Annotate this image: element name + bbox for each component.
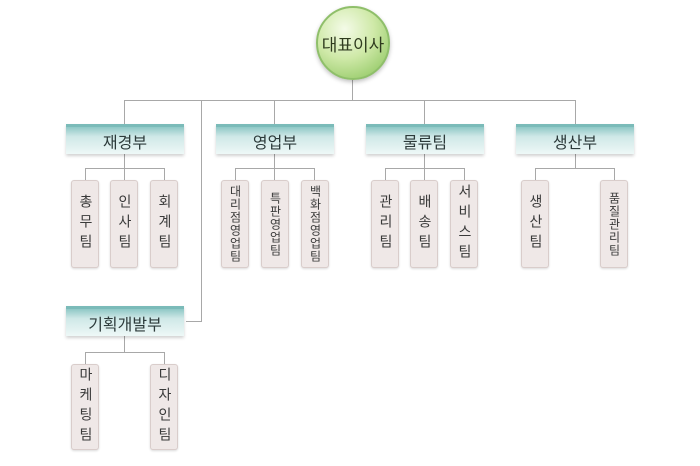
dept-label: 영업부: [252, 132, 298, 152]
team-label: 배송팀: [416, 194, 432, 254]
team-box: 총무팀: [71, 180, 99, 268]
connector-line: [124, 154, 125, 168]
dept-label: 기획개발부: [88, 314, 162, 334]
team-box: 인사팀: [110, 180, 138, 268]
team-label: 총무팀: [77, 194, 93, 254]
connector-line: [85, 352, 86, 364]
team-label: 특판영업팀: [268, 191, 282, 257]
team-label: 관리팀: [377, 194, 393, 254]
dept-label: 생산부: [552, 132, 598, 152]
team-box: 관리팀: [371, 180, 399, 268]
connector-line: [164, 168, 165, 180]
connector-line: [186, 321, 202, 322]
connector-line: [235, 168, 236, 180]
connector-line: [575, 100, 576, 124]
connector-line: [124, 100, 125, 124]
team-box: 생산팀: [521, 180, 549, 268]
connector-line: [85, 168, 165, 169]
connector-line: [164, 352, 165, 364]
team-label: 회계팀: [156, 194, 172, 254]
dept-label: 물류팀: [402, 132, 448, 152]
connector-line: [124, 336, 125, 352]
team-box: 백화점영업팀: [301, 180, 329, 268]
team-box: 대리점영업팀: [221, 180, 249, 268]
team-label: 인사팀: [116, 194, 132, 254]
dept-logistics: 물류팀: [366, 124, 484, 154]
connector-line: [385, 168, 386, 180]
team-box: 회계팀: [150, 180, 178, 268]
connector-line: [385, 168, 465, 169]
connector-line: [85, 168, 86, 180]
connector-line: [464, 168, 465, 180]
connector-line: [124, 100, 576, 101]
connector-line: [424, 154, 425, 168]
team-label: 대리점영업팀: [228, 185, 242, 263]
ceo-node: 대표이사: [316, 6, 390, 80]
connector-line: [201, 100, 202, 322]
dept-production: 생산부: [516, 124, 634, 154]
connector-line: [274, 154, 275, 168]
ceo-label: 대표이사: [321, 35, 385, 56]
team-label: 백화점영업팀: [308, 185, 322, 263]
team-box: 서비스팀: [450, 180, 478, 268]
dept-label: 재경부: [102, 132, 148, 152]
team-label: 마케팅팀: [77, 367, 93, 447]
connector-line: [614, 168, 615, 180]
team-box: 품질관리팀: [600, 180, 628, 268]
connector-line: [314, 168, 315, 180]
connector-line: [535, 168, 615, 169]
dept-finance: 재경부: [66, 124, 184, 154]
connector-line: [535, 168, 536, 180]
connector-line: [352, 80, 353, 100]
team-box: 디자인팀: [150, 364, 178, 450]
connector-line: [424, 100, 425, 124]
connector-line: [85, 352, 165, 353]
team-label: 디자인팀: [156, 367, 172, 447]
team-label: 생산팀: [527, 194, 543, 254]
connector-line: [575, 154, 576, 168]
connector-line: [235, 168, 315, 169]
team-box: 특판영업팀: [261, 180, 289, 268]
connector-line: [124, 168, 125, 180]
team-box: 배송팀: [410, 180, 438, 268]
team-label: 품질관리팀: [607, 191, 621, 257]
connector-line: [424, 168, 425, 180]
dept-sales: 영업부: [216, 124, 334, 154]
team-box: 마케팅팀: [71, 364, 99, 450]
connector-line: [274, 168, 275, 180]
dept-planning: 기획개발부: [66, 306, 184, 336]
team-label: 서비스팀: [456, 184, 472, 264]
connector-line: [274, 100, 275, 124]
